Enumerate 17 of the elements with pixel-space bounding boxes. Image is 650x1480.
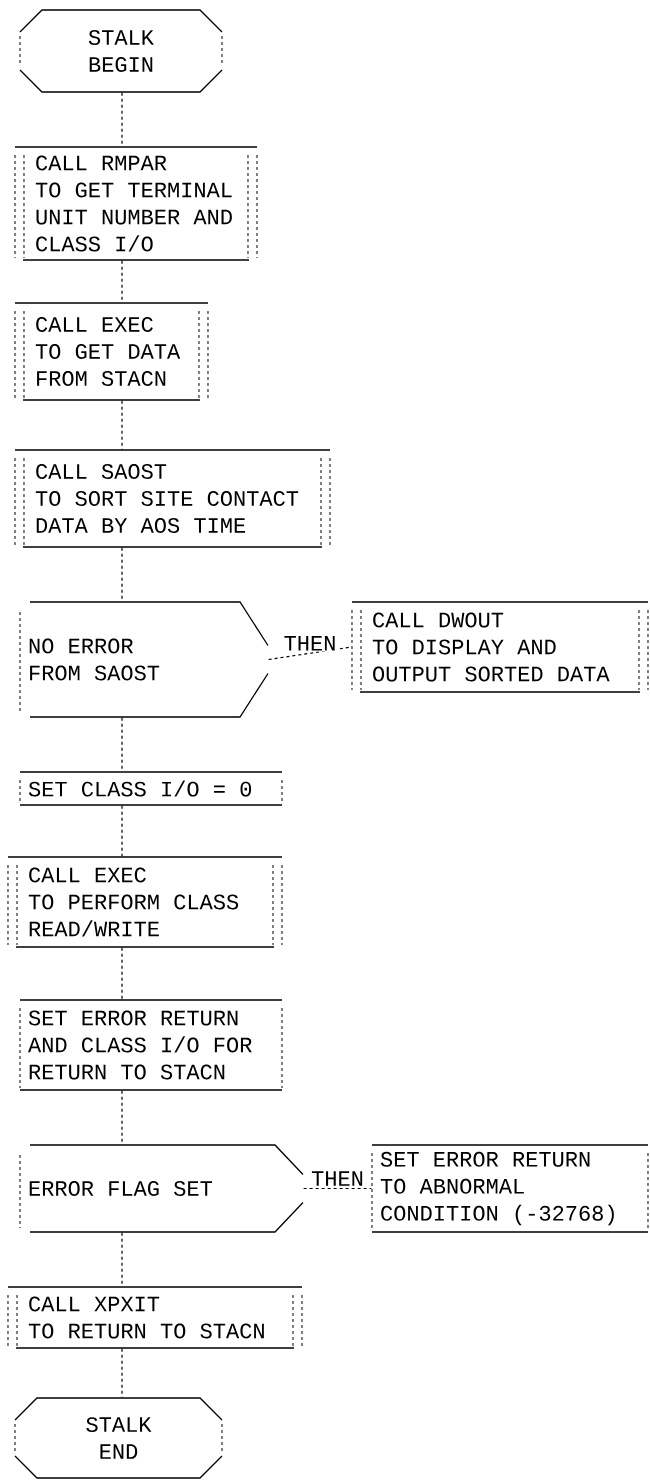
connector-line: [121, 400, 123, 450]
connector-line: [303, 1187, 372, 1190]
connector-line: [121, 947, 123, 1000]
process-box: SET ERROR RETURN TO ABNORMAL CONDITION (-32768): [371, 1144, 649, 1233]
process-box: CALL EXEC TO PERFORM CLASS READ/WRITE: [7, 856, 283, 948]
edge-label: THEN: [282, 635, 338, 652]
process-box: CALL RMPAR TO GET TERMINAL UNIT NUMBER AND CLASS I/O: [14, 146, 258, 261]
process-box: CALL EXEC TO GET DATA FROM STACN: [14, 302, 209, 401]
process-box: CALL XPXIT TO RETURN TO STACN: [7, 1286, 303, 1349]
connector-line: [121, 805, 123, 857]
edge-label: THEN: [310, 1170, 365, 1187]
process-box: SET ERROR RETURN AND CLASS I/O FOR RETURN TO STACN: [19, 999, 283, 1091]
process-box: SET CLASS I/O = 0: [19, 771, 283, 806]
connector-line: [121, 1348, 123, 1398]
process-box: CALL DWOUT TO DISPLAY AND OUTPUT SORTED DATA: [351, 601, 649, 693]
connector-line: [121, 260, 123, 303]
process-box: CALL SAOST TO SORT SITE CONTACT DATA BY AOS TIME: [14, 449, 331, 548]
